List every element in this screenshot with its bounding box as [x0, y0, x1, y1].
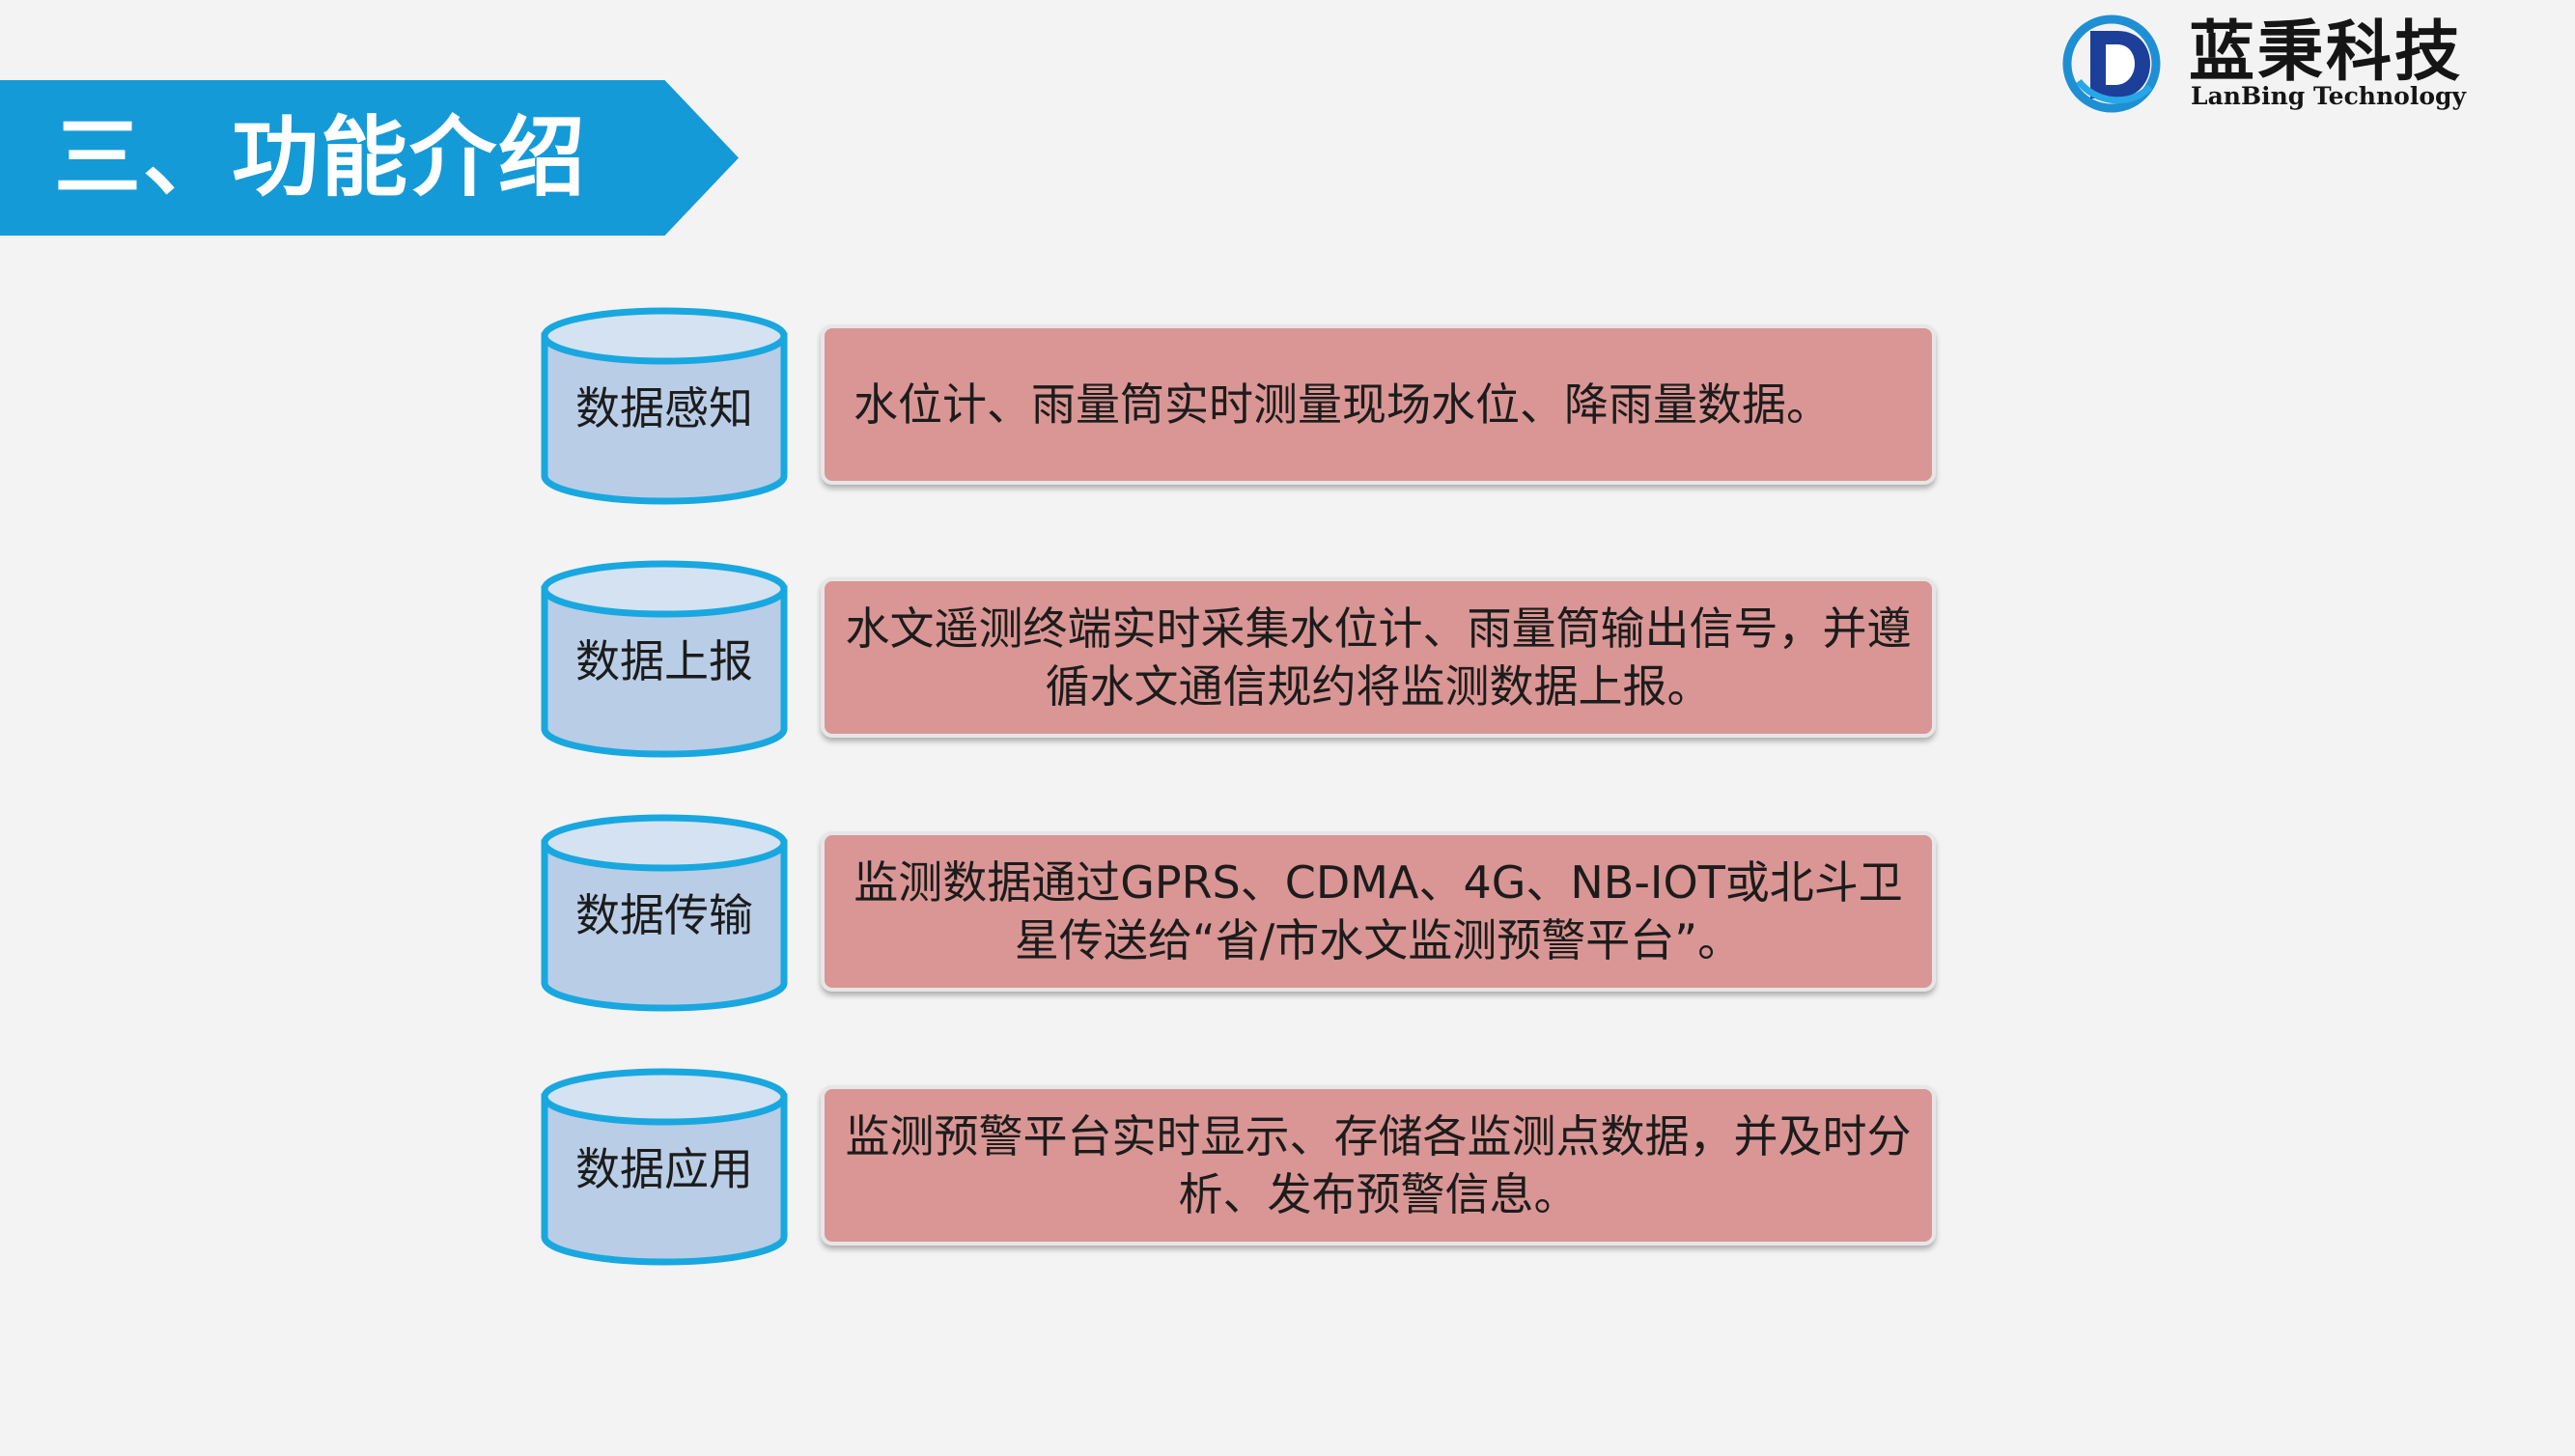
cylinder-shape [541, 814, 788, 1012]
description-text: 监测预警平台实时显示、存储各监测点数据，并及时分析、发布预警信息。 [845, 1110, 1912, 1220]
cylinder-application: 数据应用 [541, 1068, 788, 1266]
cylinder-transmission: 数据传输 [541, 814, 788, 1012]
lanbing-logo-icon [2062, 14, 2161, 113]
logo-subtitle: LanBing Technology [2191, 82, 2467, 110]
cylinder-label: 数据传输 [575, 889, 753, 941]
description-text: 水位计、雨量筒实时测量现场水位、降雨量数据。 [854, 378, 1831, 431]
description-box: 监测数据通过GPRS、CDMA、4G、NB-IOT或北斗卫星传送给“省/市水文监… [821, 831, 1936, 992]
description-text: 水文遥测终端实时采集水位计、雨量筒输出信号，并遵循水文通信规约将监测数据上报。 [845, 602, 1912, 713]
cylinder-label: 数据感知 [575, 382, 753, 434]
feature-row-reporting: 数据上报 水文遥测终端实时采集水位计、雨量筒输出信号，并遵循水文通信规约将监测数… [541, 560, 1950, 758]
cylinder-sensing: 数据感知 [541, 307, 788, 505]
cylinder-label: 数据应用 [575, 1143, 753, 1195]
cylinder-shape [541, 560, 788, 758]
description-text: 监测数据通过GPRS、CDMA、4G、NB-IOT或北斗卫星传送给“省/市水文监… [854, 856, 1903, 966]
cylinder-reporting: 数据上报 [541, 560, 788, 758]
description-box: 水位计、雨量筒实时测量现场水位、降雨量数据。 [821, 324, 1936, 485]
feature-row-application: 数据应用 监测预警平台实时显示、存储各监测点数据，并及时分析、发布预警信息。 [541, 1068, 1950, 1266]
feature-row-sensing: 数据感知 水位计、雨量筒实时测量现场水位、降雨量数据。 [541, 307, 1950, 505]
feature-row-transmission: 数据传输 监测数据通过GPRS、CDMA、4G、NB-IOT或北斗卫星传送给“省… [541, 814, 1950, 1012]
description-box: 监测预警平台实时显示、存储各监测点数据，并及时分析、发布预警信息。 [821, 1085, 1936, 1246]
page-title: 三、功能介绍 [54, 107, 587, 209]
cylinder-shape [541, 1068, 788, 1266]
company-logo: 蓝秉科技 LanBing Technology [2061, 14, 2515, 120]
title-banner: 三、功能介绍 [0, 80, 739, 236]
cylinder-label: 数据上报 [575, 635, 753, 687]
description-box: 水文遥测终端实时采集水位计、雨量筒输出信号，并遵循水文通信规约将监测数据上报。 [821, 577, 1936, 738]
logo-name: 蓝秉科技 [2189, 14, 2464, 91]
cylinder-shape [541, 307, 788, 505]
